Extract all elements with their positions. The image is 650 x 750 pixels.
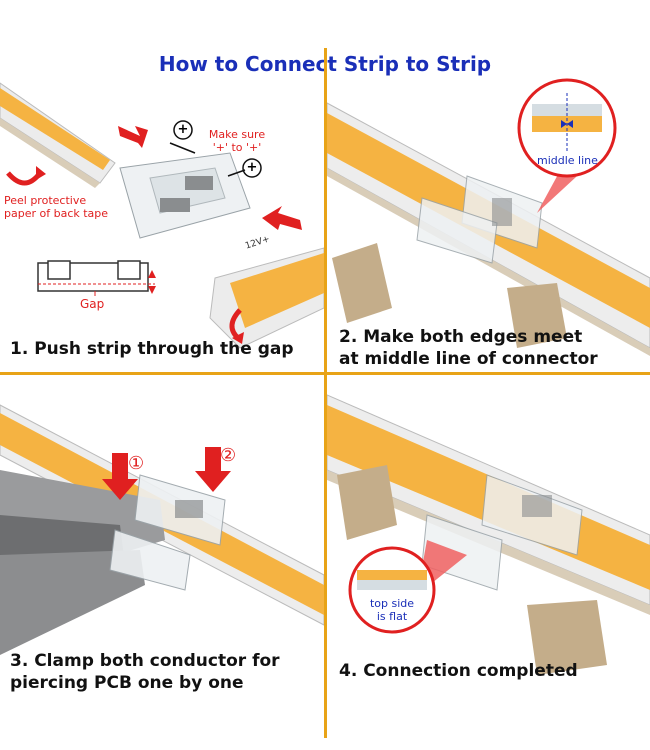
- make-sure-note: Make sure '+' to '+': [202, 128, 272, 154]
- make-sure-line-2: '+' to '+': [212, 141, 262, 154]
- step-1-caption: 1. Push strip through the gap: [10, 339, 294, 359]
- top-side-line-2: is flat: [376, 610, 408, 623]
- peel-line-2: paper of back tape: [4, 207, 109, 220]
- top-side-line-1: top side: [369, 597, 415, 610]
- step-3-caption-line-1: 3. Clamp both conductor for: [10, 651, 280, 671]
- plus-marker-2: +: [246, 160, 258, 175]
- step-2-illustration: [327, 78, 650, 356]
- step-3-caption: 3. Clamp both conductor for piercing PCB…: [10, 650, 280, 694]
- step-3-marker-1: ①: [128, 453, 145, 474]
- step-1-illustration: [0, 82, 324, 349]
- panel-step-1: Make sure '+' to '+' + + 12V+ Peel prote…: [0, 48, 324, 372]
- panel-step-3: ① ② 3. Clamp both conductor for piercing…: [0, 375, 324, 700]
- step-3-caption-line-2: piercing PCB one by one: [10, 673, 244, 693]
- gap-label: Gap: [80, 297, 105, 311]
- step-3-illustration: [0, 404, 324, 655]
- horizontal-divider: [0, 372, 650, 375]
- plus-marker-1: +: [177, 122, 189, 137]
- step-4-illustration: [327, 394, 650, 675]
- peel-line-1: Peel protective: [4, 194, 87, 207]
- step-2-caption-line-1: 2. Make both edges meet: [339, 327, 583, 347]
- peel-note: Peel protective paper of back tape: [4, 194, 108, 220]
- step-2-caption: 2. Make both edges meet at middle line o…: [339, 326, 598, 370]
- vertical-divider: [324, 48, 327, 738]
- step-3-marker-2: ②: [220, 445, 237, 466]
- top-side-flat-label: top side is flat: [367, 597, 417, 623]
- make-sure-line-1: Make sure: [208, 128, 266, 141]
- middle-line-label: middle line: [537, 154, 598, 167]
- panel-step-4: top side is flat 4. Connection completed: [327, 375, 650, 700]
- step-2-caption-line-2: at middle line of connector: [339, 349, 598, 369]
- panel-step-2: middle line 2. Make both edges meet at m…: [327, 48, 650, 372]
- step-4-caption: 4. Connection completed: [339, 661, 578, 681]
